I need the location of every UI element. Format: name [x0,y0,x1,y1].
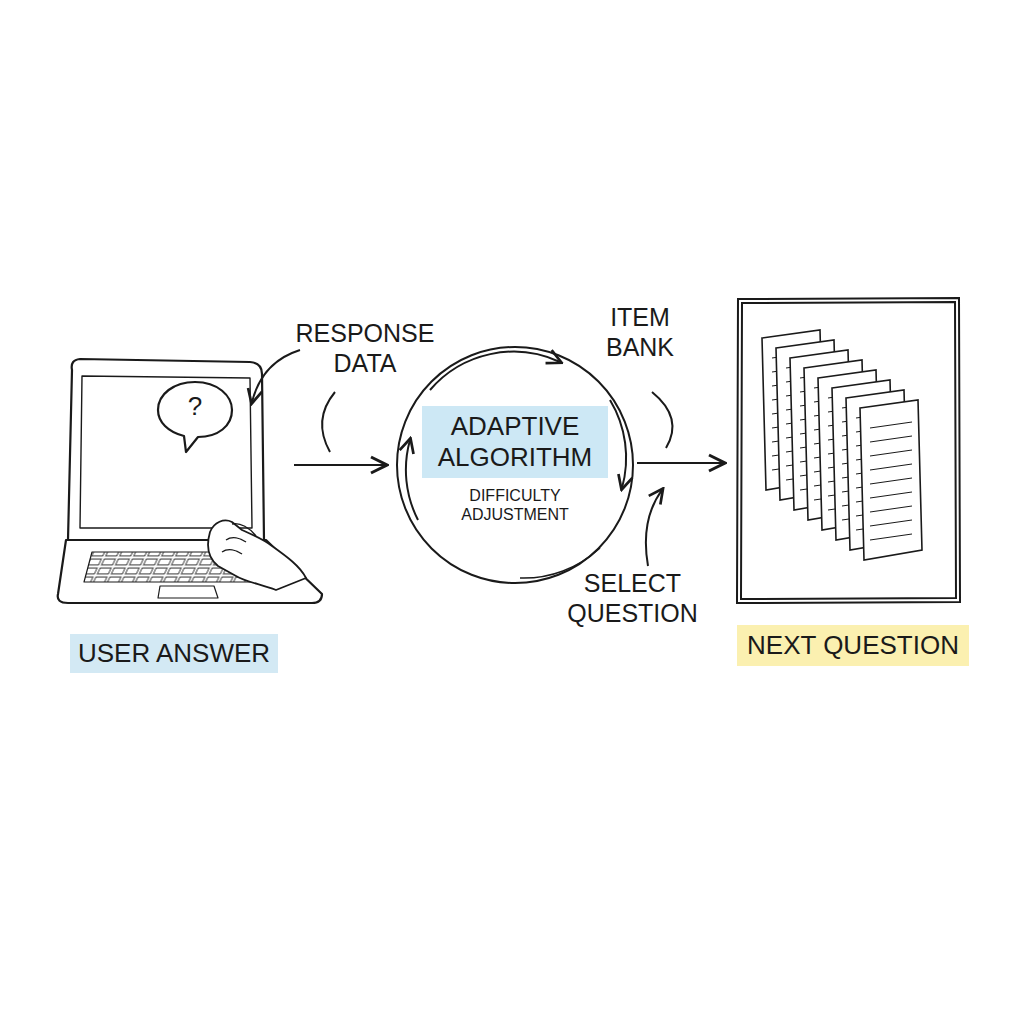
flow-arrow [637,462,723,464]
annotation-label: SELECT QUESTION [560,568,705,628]
user-node: USER ANSWER [58,355,290,673]
annotation-label: ITEM BANK [585,302,695,362]
process-circle: ADAPTIVE ALGORITHMDIFFICULTY ADJUSTMENT [397,347,633,583]
cycle-ring [397,347,633,583]
paper-stack [762,330,922,560]
item-bank-box: NEXT QUESTION [735,296,971,666]
node-title: ADAPTIVE ALGORITHM [422,406,608,478]
laptop-icon [58,359,322,603]
annotation-label: RESPONSE DATA [290,318,440,378]
node-subtitle: DIFFICULTY ADJUSTMENT [440,478,590,524]
flow-arrow [294,464,385,466]
leader-arrows [252,350,672,566]
node-title: USER ANSWER [70,634,278,673]
node-title: NEXT QUESTION [737,625,969,666]
question-mark: ? [180,391,210,422]
frame-outline [735,296,963,606]
